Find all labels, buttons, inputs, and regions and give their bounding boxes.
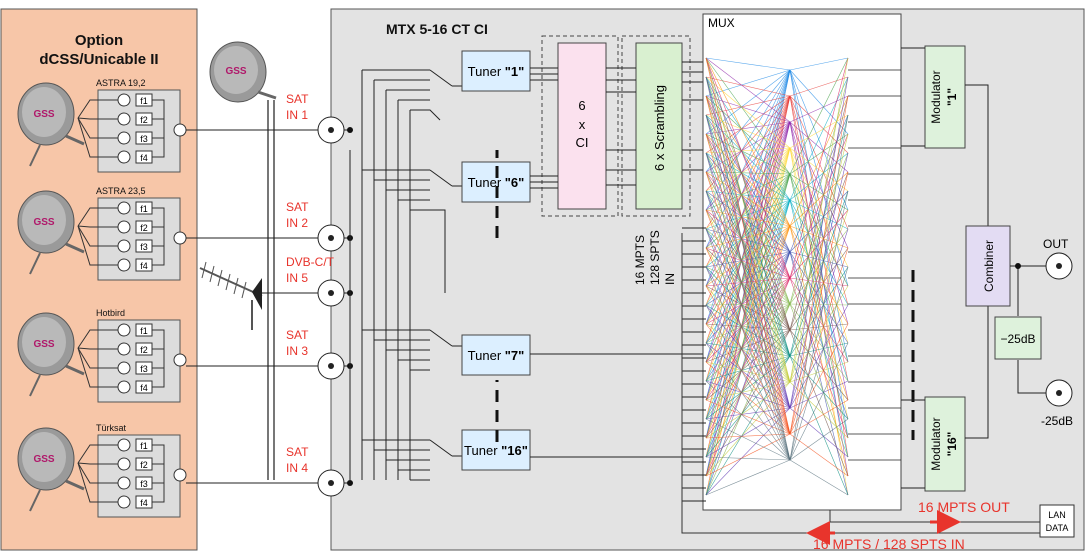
mux-lines	[705, 57, 901, 496]
device-title: MTX 5-16 CT CI	[386, 21, 488, 37]
mux-label: MUX	[708, 16, 735, 30]
dish-group-1: GSS ASTRA 19,2 f1 f2 f3 f4	[17, 78, 187, 173]
tuner-1: Tuner "1"	[461, 50, 531, 92]
ci-label-1: 6	[578, 98, 585, 113]
filter-label: f1	[140, 441, 148, 451]
filter-label: f2	[140, 345, 148, 355]
out-label: OUT	[1043, 237, 1069, 251]
modulator-1-label: Modulator	[929, 70, 943, 123]
lan-out-label: 16 MPTS OUT	[918, 499, 1010, 515]
combiner-label: Combiner	[982, 240, 996, 292]
input-1: SAT IN 1	[186, 92, 353, 144]
lan-links	[681, 233, 1040, 534]
option-title: Option	[75, 32, 123, 49]
input-label-line1: SAT	[286, 92, 309, 106]
tuner-3: Tuner "7"	[461, 334, 531, 376]
test-out-label: -25dB	[1041, 414, 1073, 428]
dish-logo: GSS	[33, 339, 54, 350]
filter-label: f2	[140, 223, 148, 233]
lan-label-2: DATA	[1046, 523, 1069, 533]
dish-group-2: GSS ASTRA 23,5 f1 f2 f3 f4	[17, 186, 187, 281]
dish-label-3: Hotbird	[96, 308, 125, 318]
filter-label: f3	[140, 479, 148, 489]
dish-label-1: ASTRA 19,2	[96, 78, 146, 88]
ci-module	[557, 42, 607, 210]
bus-dish-logo: GSS	[225, 66, 246, 77]
attenuator-block	[994, 316, 1042, 360]
input-4: SAT IN 3	[186, 328, 353, 380]
tuner-label: Tuner "16"	[464, 443, 528, 458]
filter-label: f1	[140, 326, 148, 336]
filter-label: f4	[140, 153, 148, 163]
input-label-line2: IN 3	[286, 344, 308, 358]
tuner-label: Tuner "7"	[468, 348, 525, 363]
input-label-line2: IN 2	[286, 216, 308, 230]
input-5: SAT IN 4	[186, 445, 353, 497]
filter-label: f2	[140, 460, 148, 470]
ci-label-2: x	[579, 117, 586, 132]
input-label-line1: SAT	[286, 328, 309, 342]
filter-label: f4	[140, 498, 148, 508]
ip-input-lines	[682, 227, 706, 502]
modulator-links	[901, 47, 989, 489]
tuner-label: Tuner "1"	[468, 64, 525, 79]
filter-label: f4	[140, 261, 148, 271]
dish-group-3: GSS Hotbird f1 f2 f3 f4	[17, 308, 187, 403]
dish-logo: GSS	[33, 217, 54, 228]
filter-label: f1	[140, 204, 148, 214]
lan-in-label: 16 MPTS / 128 SPTS IN	[813, 536, 965, 551]
dish-logo: GSS	[33, 454, 54, 465]
tuner-label: Tuner "6"	[468, 175, 525, 190]
ci-label-3: CI	[576, 135, 589, 150]
input-label-line2: IN 4	[286, 461, 308, 475]
bus-dish: GSS	[209, 41, 277, 103]
ci-frame	[541, 35, 619, 217]
modulator-16-num: "16"	[945, 432, 959, 457]
scrambling-module	[635, 42, 683, 210]
input-label-line1: DVB-C/T	[286, 255, 335, 269]
ip-in-label-1: 16 MPTS	[633, 235, 647, 285]
scrambling-frame	[621, 35, 691, 217]
lan-port	[1039, 504, 1075, 538]
dish-group-4: GSS Türksat f1 f2 f3 f4	[17, 423, 187, 518]
combiner-block	[965, 225, 1011, 307]
lan-label-1: LAN	[1048, 510, 1066, 520]
split-node	[1015, 263, 1021, 269]
filter-label: f3	[140, 242, 148, 252]
input-label-line2: IN 1	[286, 108, 308, 122]
attenuator-label: −25dB	[1000, 332, 1035, 346]
input-3: DVB-C/T IN 5	[262, 255, 353, 307]
ip-in-label-2: 128 SPTS	[648, 230, 662, 285]
input-2: SAT IN 2	[186, 200, 353, 252]
inputs: SAT IN 1 SAT IN 2 DVB-C/T IN 5 SAT IN 3 SAT IN 4	[186, 92, 353, 497]
ci-links	[530, 61, 706, 458]
filter-label: f4	[140, 383, 148, 393]
ip-in-label-3: IN	[663, 273, 677, 285]
input-label-line1: SAT	[286, 200, 309, 214]
modulator-1	[924, 45, 966, 149]
modulator-16-label: Modulator	[929, 417, 943, 470]
input-label-line2: IN 5	[286, 271, 308, 285]
modulator-1-num: "1"	[945, 88, 959, 106]
input-label-line1: SAT	[286, 445, 309, 459]
filter-label: f1	[140, 96, 148, 106]
dish-logo: GSS	[33, 109, 54, 120]
option-subtitle: dCSS/Unicable II	[39, 51, 158, 68]
tuner-bus	[349, 69, 462, 481]
dish-label-4: Türksat	[96, 423, 127, 433]
modulator-16	[924, 396, 966, 492]
filter-label: f3	[140, 364, 148, 374]
dish-label-2: ASTRA 23,5	[96, 186, 146, 196]
scrambling-label: 6 x Scrambling	[652, 85, 667, 171]
filter-label: f3	[140, 134, 148, 144]
terrestrial-antenna-icon	[199, 261, 263, 330]
filter-label: f2	[140, 115, 148, 125]
